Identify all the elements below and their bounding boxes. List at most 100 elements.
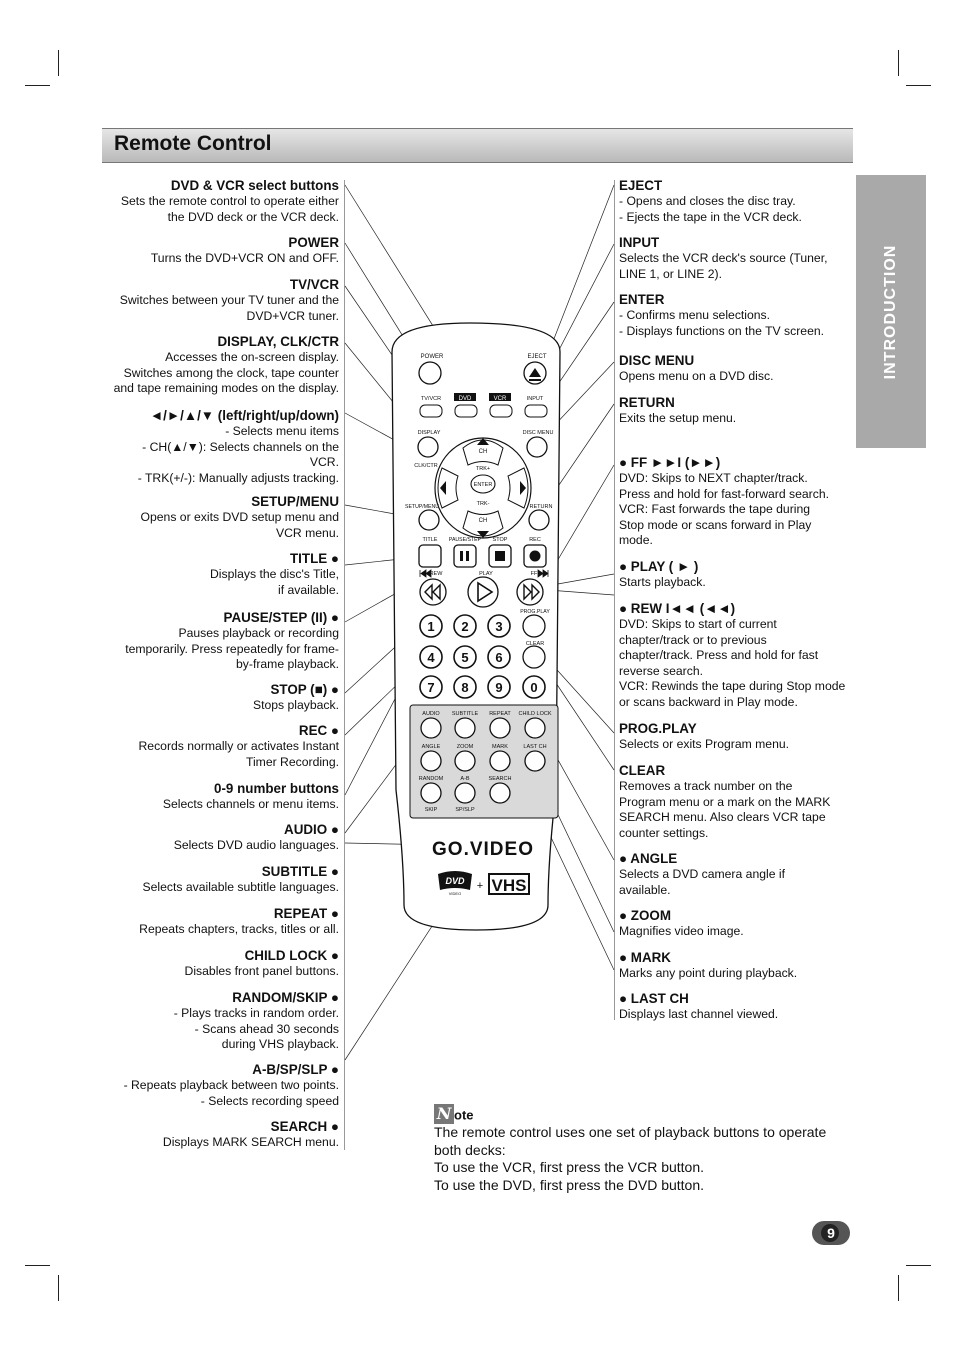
function-panel xyxy=(409,704,559,819)
desc-line: - Displays functions on the TV screen. xyxy=(619,323,825,338)
rew-label: REW xyxy=(430,571,444,577)
desc-line: Pauses playback or recording xyxy=(178,626,339,640)
desc-play: ● PLAY ( ► )Starts playback. xyxy=(619,558,851,591)
right-button[interactable] xyxy=(507,467,529,509)
crop-mark xyxy=(906,1265,931,1266)
number-1-button[interactable] xyxy=(419,614,443,638)
desc-line: Selects DVD audio languages. xyxy=(173,838,339,852)
input-button[interactable] xyxy=(524,404,548,418)
desc-heading: ● PLAY ( ► ) xyxy=(619,559,699,574)
play-button[interactable] xyxy=(467,576,499,608)
up-arrow-icon xyxy=(477,438,489,445)
crop-mark xyxy=(58,50,59,76)
number-4-label: 4 xyxy=(427,650,435,665)
desc-line: Records normally or activates Instant xyxy=(138,739,340,753)
desc-line: Program menu or a mark on the MARK xyxy=(619,794,831,809)
plus-sign: + xyxy=(477,880,483,892)
desc-line: Switches between your TV tuner and the xyxy=(119,293,339,307)
desc-heading: TITLE ● xyxy=(290,551,339,566)
desc-line: - Plays tracks in random order. xyxy=(173,1006,339,1020)
desc-heading: SETUP/MENU xyxy=(251,494,339,509)
random-label: RANDOM xyxy=(419,776,444,782)
ch-up-label: CH xyxy=(479,449,488,455)
pause-step-button[interactable] xyxy=(453,544,477,568)
desc-heading: ● REW I◄◄ (◄◄) xyxy=(619,601,736,616)
title-button[interactable] xyxy=(418,544,442,568)
desc-line: Displays the disc's Title, xyxy=(210,567,339,581)
ch-down-button[interactable] xyxy=(462,510,504,537)
desc-line: Magnifies video image. xyxy=(619,924,744,938)
dvd-select-label: DVD xyxy=(459,396,472,402)
desc-line: - TRK(+/-): Manually adjusts tracking. xyxy=(137,470,339,485)
number-2-button[interactable] xyxy=(453,614,477,638)
crop-mark xyxy=(898,50,899,76)
skip-back-icon xyxy=(419,569,432,578)
lastch-button[interactable] xyxy=(524,750,546,772)
desc-subtitle: SUBTITLE ●Selects available subtitle lan… xyxy=(94,863,339,896)
number-5-button[interactable] xyxy=(453,645,477,669)
vhs-logo-inner xyxy=(490,875,528,893)
tvvcr-button[interactable] xyxy=(419,404,443,418)
desc-line: Disables front panel buttons. xyxy=(184,964,339,978)
desc-line: reverse search. xyxy=(619,663,703,678)
subtitle-button[interactable] xyxy=(454,717,476,739)
return-button[interactable] xyxy=(528,509,550,531)
return-label: RETURN xyxy=(530,504,553,510)
desc-line: VCR menu. xyxy=(276,525,339,540)
repeat-button[interactable] xyxy=(489,717,511,739)
setup-menu-button[interactable] xyxy=(418,509,440,531)
ab-sp-slp-button[interactable] xyxy=(454,782,476,804)
clear-button[interactable] xyxy=(522,645,546,669)
crop-mark xyxy=(25,1265,50,1266)
desc-heading: TV/VCR xyxy=(289,277,339,292)
subtitle-label: SUBTITLE xyxy=(452,711,479,717)
childlock-button[interactable] xyxy=(524,717,546,739)
desc-line: LINE 1, or LINE 2). xyxy=(619,266,722,281)
audio-button[interactable] xyxy=(420,717,442,739)
desc-repeat: REPEAT ●Repeats chapters, tracks, titles… xyxy=(94,905,339,938)
rewind-icon xyxy=(424,583,441,601)
desc-rew-i: ● REW I◄◄ (◄◄)DVD: Skips to start of cur… xyxy=(619,600,851,710)
power-button[interactable] xyxy=(418,361,442,385)
prog-play-button[interactable] xyxy=(522,614,546,638)
number-8-button[interactable] xyxy=(453,675,477,699)
desc-heading: ● LAST CH xyxy=(619,991,689,1006)
number-0-label: 0 xyxy=(530,680,537,695)
angle-button[interactable] xyxy=(420,750,442,772)
mark-label: MARK xyxy=(492,744,508,750)
number-9-button[interactable] xyxy=(487,675,511,699)
mark-button[interactable] xyxy=(489,750,511,772)
random-skip-button[interactable] xyxy=(420,782,442,804)
enter-button[interactable] xyxy=(470,474,496,494)
number-3-label: 3 xyxy=(495,619,502,634)
desc-line: - Opens and closes the disc tray. xyxy=(619,194,796,208)
dvd-button[interactable] xyxy=(454,404,478,418)
desc-heading: ● FF ►►I (►►) xyxy=(619,455,721,470)
desc-heading: REC ● xyxy=(298,723,339,738)
number-7-button[interactable] xyxy=(419,675,443,699)
disc-menu-button[interactable] xyxy=(526,436,548,458)
number-4-button[interactable] xyxy=(419,645,443,669)
ch-down-label: CH xyxy=(479,518,488,524)
pause-icon-bar xyxy=(460,551,463,561)
zoom-button[interactable] xyxy=(454,750,476,772)
vcr-button[interactable] xyxy=(489,404,513,418)
desc-line: DVD+VCR tuner. xyxy=(246,308,339,323)
number-0-button[interactable] xyxy=(522,675,546,699)
sp-slp-label: SP/SLP xyxy=(455,807,475,813)
right-arrow-icon xyxy=(520,481,526,495)
search-button[interactable] xyxy=(489,782,511,804)
ch-up-button[interactable] xyxy=(462,439,504,466)
desc-line: VCR: Rewinds the tape during Stop mode xyxy=(619,679,846,693)
dvd-logo-subtext: VIDEO xyxy=(449,891,461,896)
number-3-button[interactable] xyxy=(487,614,511,638)
left-button[interactable] xyxy=(437,467,459,509)
desc-heading: 0-9 number buttons xyxy=(214,781,339,796)
display-button[interactable] xyxy=(417,436,439,458)
number-6-button[interactable] xyxy=(487,645,511,669)
desc-line: - Repeats playback between two points. xyxy=(123,1078,339,1092)
note-line: To use the VCR, first press the VCR butt… xyxy=(434,1159,705,1175)
